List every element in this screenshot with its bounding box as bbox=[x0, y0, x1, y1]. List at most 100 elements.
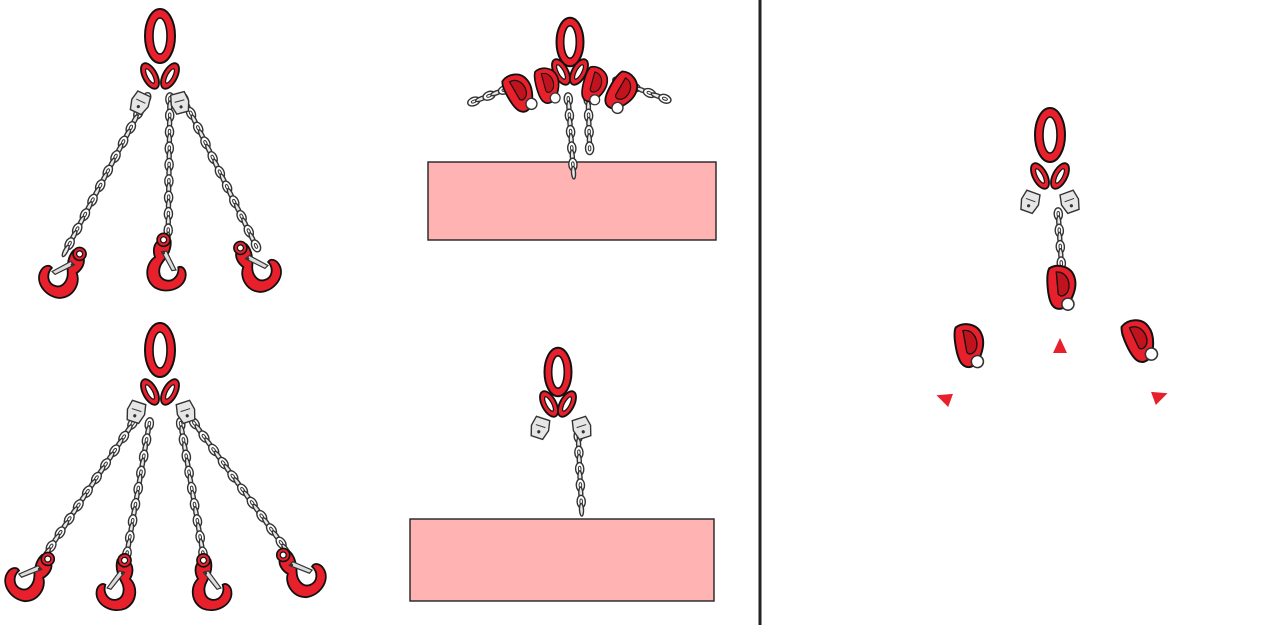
connector-body bbox=[1059, 189, 1080, 215]
clutch-link bbox=[549, 92, 561, 104]
sub-link-hole bbox=[543, 396, 555, 412]
triangle-arrow-icon bbox=[1053, 338, 1067, 353]
clutch-slot bbox=[614, 77, 632, 100]
chain-link bbox=[61, 244, 70, 258]
hook-eye-hole bbox=[75, 250, 84, 258]
safety-hook-icon bbox=[233, 240, 282, 293]
hook-body bbox=[4, 553, 53, 603]
connector-body bbox=[571, 415, 592, 441]
shortening-clutch-icon bbox=[604, 70, 638, 115]
master-link-icon bbox=[1034, 107, 1066, 163]
hook-latch bbox=[244, 254, 269, 270]
clutch-link bbox=[525, 97, 538, 111]
safety-hook-icon bbox=[191, 553, 233, 611]
clutch-slot bbox=[1055, 271, 1070, 297]
clutch-link bbox=[1144, 347, 1159, 361]
chain-leg-right bbox=[178, 92, 262, 253]
hook-latch bbox=[288, 560, 314, 574]
sub-link-icon bbox=[539, 390, 577, 418]
sub-link-hole bbox=[144, 68, 156, 84]
triangle-arrow-icon bbox=[1151, 391, 1168, 405]
hook-latch bbox=[160, 250, 177, 272]
connector-body bbox=[530, 415, 551, 441]
master-link-hole bbox=[550, 354, 566, 389]
connector-pin bbox=[133, 414, 137, 418]
connector-body bbox=[169, 90, 190, 116]
sub-link-icon bbox=[1030, 162, 1070, 190]
connector-pin bbox=[136, 105, 140, 109]
chain-link bbox=[570, 165, 577, 180]
master-link-hole bbox=[562, 24, 578, 60]
sub-link-hole bbox=[1054, 168, 1066, 184]
shortening-clutch-icon bbox=[953, 323, 985, 369]
connector-pin bbox=[1027, 204, 1031, 208]
hook-latch bbox=[202, 570, 222, 590]
safety-hook-icon bbox=[38, 246, 87, 299]
chain-leg-left bbox=[61, 92, 152, 258]
hook-eye-hole bbox=[159, 236, 168, 244]
chain-link bbox=[578, 502, 585, 517]
connector-pin bbox=[179, 105, 183, 109]
connector-line bbox=[180, 408, 191, 413]
hook-body bbox=[191, 558, 233, 611]
hook-latch-pin bbox=[161, 251, 166, 255]
chain-link-hole bbox=[661, 96, 668, 101]
connector-icon bbox=[530, 415, 551, 441]
shortening-clutch-icon bbox=[1120, 319, 1159, 363]
connector-pin bbox=[581, 430, 585, 434]
clutch-slot bbox=[540, 72, 555, 93]
safety-hook-icon bbox=[275, 547, 327, 599]
hook-body bbox=[278, 549, 327, 599]
connector-pin bbox=[185, 414, 189, 418]
shortening-clutch-icon bbox=[533, 67, 561, 104]
clutch-link bbox=[611, 101, 624, 115]
hook-body bbox=[95, 558, 137, 611]
sub-link-hole bbox=[1034, 168, 1046, 184]
master-link-icon bbox=[543, 346, 573, 398]
hook-latch-pin bbox=[120, 571, 125, 575]
connector-icon bbox=[169, 90, 190, 116]
sub-link-hole bbox=[164, 68, 176, 84]
chain-middle-upper bbox=[1053, 207, 1067, 271]
hook-body bbox=[38, 249, 85, 299]
connector-line bbox=[1064, 197, 1075, 203]
hook-eye-hole bbox=[120, 556, 129, 564]
connector-line bbox=[535, 424, 546, 429]
hook-latch-pin bbox=[289, 563, 294, 567]
chain-leg-3 bbox=[175, 417, 208, 561]
chains-layer bbox=[41, 76, 1132, 561]
master-link-icon bbox=[144, 8, 176, 64]
master-link-icon bbox=[555, 16, 585, 68]
hook-eye-hole bbox=[236, 244, 245, 252]
chain-leg-1 bbox=[41, 416, 139, 560]
sub-link-hole bbox=[573, 64, 585, 80]
hook-latch-pin bbox=[70, 263, 74, 267]
connector-line bbox=[1025, 197, 1036, 203]
connector-icon bbox=[571, 415, 592, 441]
triangle-arrow-icon bbox=[936, 393, 953, 407]
chain-leg-right-back bbox=[573, 429, 587, 517]
sub-link-hole bbox=[561, 396, 573, 412]
connector-pin bbox=[1069, 204, 1073, 208]
safety-hook-icon bbox=[146, 232, 187, 292]
connector-icon bbox=[1020, 189, 1041, 215]
chain-leg-2 bbox=[122, 417, 155, 561]
master-link-icon bbox=[144, 322, 176, 378]
chain-leg-4 bbox=[188, 416, 291, 556]
shortening-clutch-icon bbox=[581, 65, 609, 106]
safety-hook-icon bbox=[4, 551, 56, 603]
connector-icon bbox=[1059, 189, 1080, 215]
hook-latch-pin bbox=[37, 567, 42, 571]
clutch-slot bbox=[508, 79, 528, 101]
connector-icon bbox=[175, 399, 196, 425]
sub-link-icon bbox=[140, 378, 180, 406]
connector-icon bbox=[129, 90, 152, 116]
chain-leg-middle bbox=[563, 92, 578, 180]
clutch-slot bbox=[962, 329, 978, 355]
clutch-slot bbox=[1128, 326, 1148, 350]
shortening-clutch-icon bbox=[501, 73, 538, 113]
hook-latch bbox=[51, 260, 76, 276]
clutch-slot bbox=[589, 71, 603, 93]
sub-link-hole bbox=[144, 384, 156, 400]
